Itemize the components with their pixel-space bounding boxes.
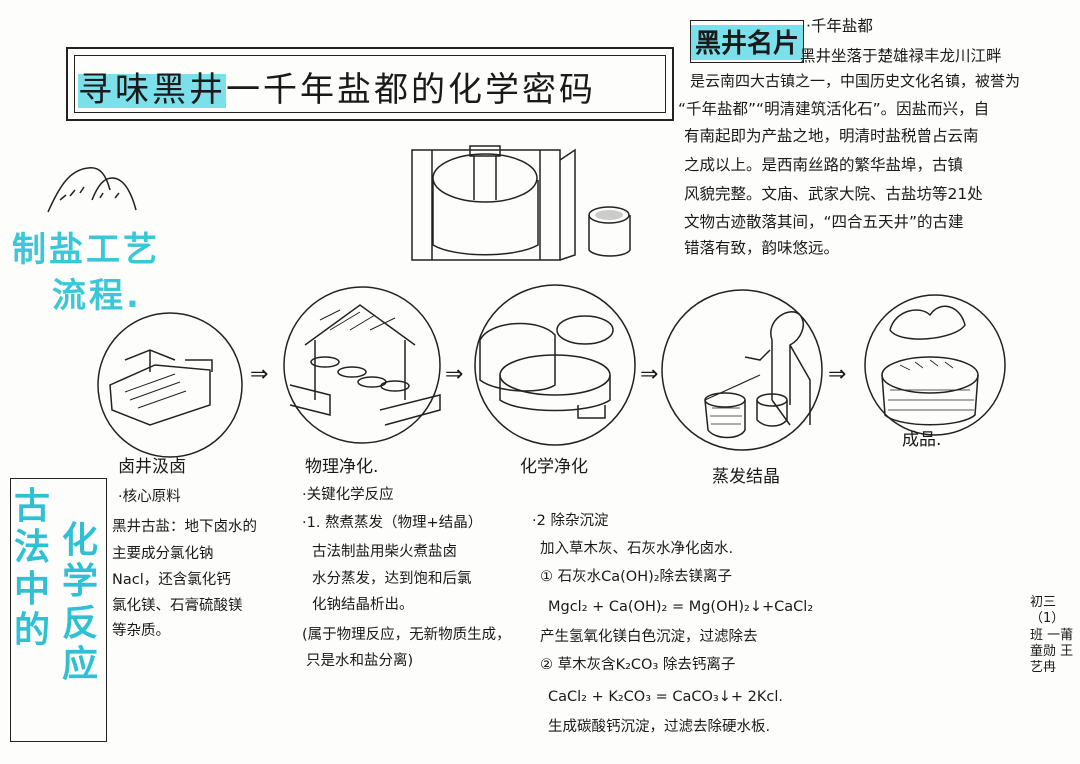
arrow-icon: ⇒ <box>250 362 269 387</box>
intro-line: 有南起即为产盐之地，明清时盐税曾占云南 <box>684 127 979 145</box>
author-credit: 初三（1）班 一莆童勋 王艺冉 <box>1030 595 1074 675</box>
note-line: 主要成分氯化钠 <box>112 546 214 562</box>
intro-line: “千年盐都”“明清建筑活化石”。因盐而兴，自 <box>678 100 990 118</box>
chem-section-title: 古法中的 <box>13 486 50 652</box>
intro-line: 风貌完整。文庙、武家大院、古盐坊等21处 <box>684 185 983 203</box>
note-line: ·1. 熬煮蒸发（物理+结晶） <box>302 515 483 531</box>
step-circle-3 <box>474 284 636 446</box>
step-label: 成品. <box>902 430 942 450</box>
title-highlight: 寻味黑井 <box>78 70 226 110</box>
intro-line: 是云南四大古镇之一，中国历史文化名镇，被誉为 <box>690 72 1021 90</box>
notes-heading: ·关键化学反应 <box>302 487 394 503</box>
step-circle-4 <box>661 289 823 451</box>
process-title-2: 流程. <box>52 276 142 316</box>
salt-cup-icon <box>588 206 631 257</box>
step-circle-5 <box>864 294 1006 436</box>
step-circle-1 <box>97 312 243 458</box>
title-frame <box>66 47 674 121</box>
note-line: 产生氢氧化镁白色沉淀，过滤除去 <box>540 629 758 645</box>
step-label: 蒸发结晶 <box>712 467 780 487</box>
step-label: 化学净化 <box>520 457 588 477</box>
note-line: (属于物理反应，无新物质生成， <box>302 627 511 643</box>
note-line: 生成碳酸钙沉淀，过滤去除硬水板. <box>548 719 771 735</box>
note-line: ② 草木灰含K₂CO₃ 除去钙离子 <box>540 657 736 673</box>
intro-line: 之成以上。是西南丝路的繁华盐埠，古镇 <box>684 156 964 174</box>
note-line: 化钠结晶析出。 <box>312 597 414 613</box>
note-line: ① 石灰水Ca(OH)₂除去镁离子 <box>540 569 733 585</box>
chem-section-title-2: 化学反应 <box>61 520 98 686</box>
title-rest: 一千年盐都的化学密码 <box>226 70 596 110</box>
intro-line: 黑井坐落于楚雄禄丰龙川江畔 <box>800 47 1002 65</box>
chem-section-frame <box>10 478 107 742</box>
arrow-icon: ⇒ <box>640 362 659 387</box>
intro-heading: 黑井名片 <box>690 20 805 63</box>
note-line: Nacl，还含氯化钙 <box>112 572 231 588</box>
note-line: 古法制盐用柴火煮盐卤 <box>312 544 457 560</box>
salt-pot-icon <box>411 145 576 261</box>
arrow-icon: ⇒ <box>828 362 847 387</box>
note-line: 氯化镁、石膏硫酸镁 <box>112 598 243 614</box>
note-line: 加入草木灰、石灰水净化卤水. <box>540 541 734 557</box>
intro-line: 文物古迹散落其间，“四合五天井”的古建 <box>684 213 964 231</box>
page-title: 寻味黑井一千年盐都的化学密码 <box>78 62 596 111</box>
formula-line: CaCl₂ + K₂CO₃ = CaCO₃↓+ 2Kcl. <box>548 689 783 705</box>
note-line: 只是水和盐分离) <box>306 653 414 669</box>
step-circle-2 <box>283 286 441 444</box>
notes-heading: ·核心原料 <box>118 489 181 505</box>
arrow-icon: ⇒ <box>445 362 464 387</box>
process-title: 制盐工艺 <box>12 230 160 270</box>
note-line: 黑井古盐：地下卤水的 <box>112 519 257 535</box>
notes-heading: ·2 除杂沉淀 <box>532 513 609 529</box>
note-line: 等杂质。 <box>112 623 170 639</box>
step-label: 卤井汲卤 <box>118 457 186 477</box>
intro-line: 错落有致，韵味悠远。 <box>684 239 840 257</box>
note-line: 水分蒸发，达到饱和后氯 <box>312 571 472 587</box>
formula-line: Mgcl₂ + Ca(OH)₂ = Mg(OH)₂↓+CaCl₂ <box>548 599 814 615</box>
step-label: 物理净化. <box>305 457 379 477</box>
mountain-icon <box>47 167 137 213</box>
intro-subheading: ·千年盐都 <box>806 17 873 35</box>
